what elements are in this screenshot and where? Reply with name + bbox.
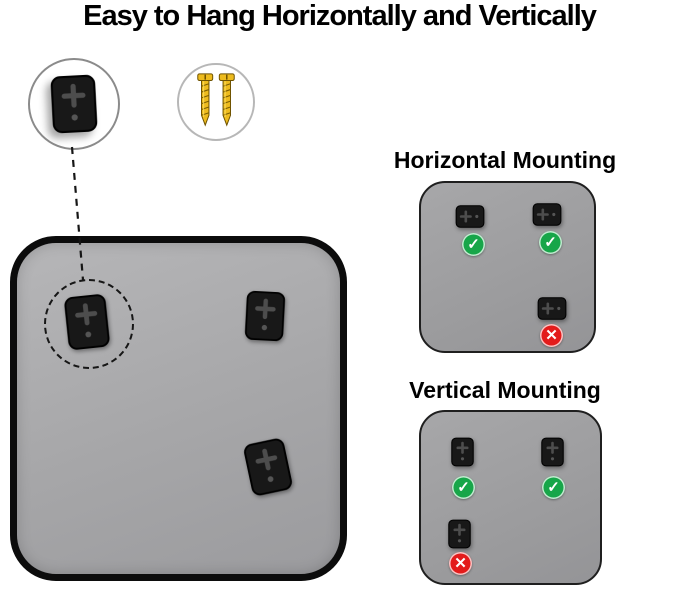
wall-bracket-icon: [537, 297, 567, 320]
cross-icon: ✕: [449, 552, 472, 575]
wall-bracket-icon: [541, 437, 564, 467]
horizontal-mounting-heading: Horizontal Mounting: [393, 147, 617, 173]
wall-bracket-icon: [50, 74, 99, 134]
mirror-frame: [10, 236, 347, 581]
horizontal-mounting-board: ✓ ✓ ✕: [419, 181, 596, 353]
screws-closeup-circle: [177, 63, 255, 141]
wall-bracket-icon: [242, 435, 295, 499]
wall-bracket-icon: [244, 290, 287, 342]
bracket-closeup-circle: [28, 58, 120, 150]
wall-bracket-icon: [62, 293, 111, 351]
vertical-mounting-board: ✓ ✓ ✕: [419, 410, 602, 585]
wall-bracket-icon: [455, 205, 485, 228]
check-icon: ✓: [539, 231, 562, 254]
screws-icon: [197, 73, 235, 127]
wall-bracket-icon: [532, 203, 562, 226]
bracket-highlight-circle: [44, 279, 134, 369]
wall-bracket-icon: [448, 519, 471, 549]
wall-bracket-icon: [451, 437, 474, 467]
vertical-mounting-heading: Vertical Mounting: [409, 377, 601, 403]
check-icon: ✓: [462, 233, 485, 256]
page-title: Easy to Hang Horizontally and Vertically: [83, 0, 597, 32]
check-icon: ✓: [452, 476, 475, 499]
check-icon: ✓: [542, 476, 565, 499]
cross-icon: ✕: [540, 324, 563, 347]
dashed-connector-line: [70, 146, 85, 281]
